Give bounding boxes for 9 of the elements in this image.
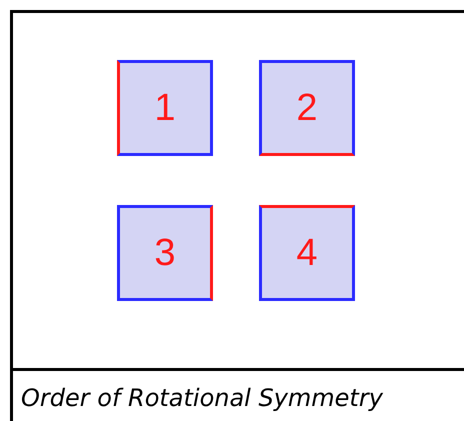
numbered-square bbox=[259, 60, 355, 156]
square-number: 1 bbox=[154, 86, 176, 130]
numbered-square bbox=[259, 205, 355, 301]
square-number: 3 bbox=[154, 232, 176, 274]
caption: Order of Rotational Symmetry bbox=[21, 384, 383, 412]
square-number: 4 bbox=[296, 232, 318, 274]
numbered-square bbox=[117, 60, 213, 156]
square-number: 2 bbox=[296, 86, 318, 130]
numbered-square bbox=[117, 205, 213, 301]
